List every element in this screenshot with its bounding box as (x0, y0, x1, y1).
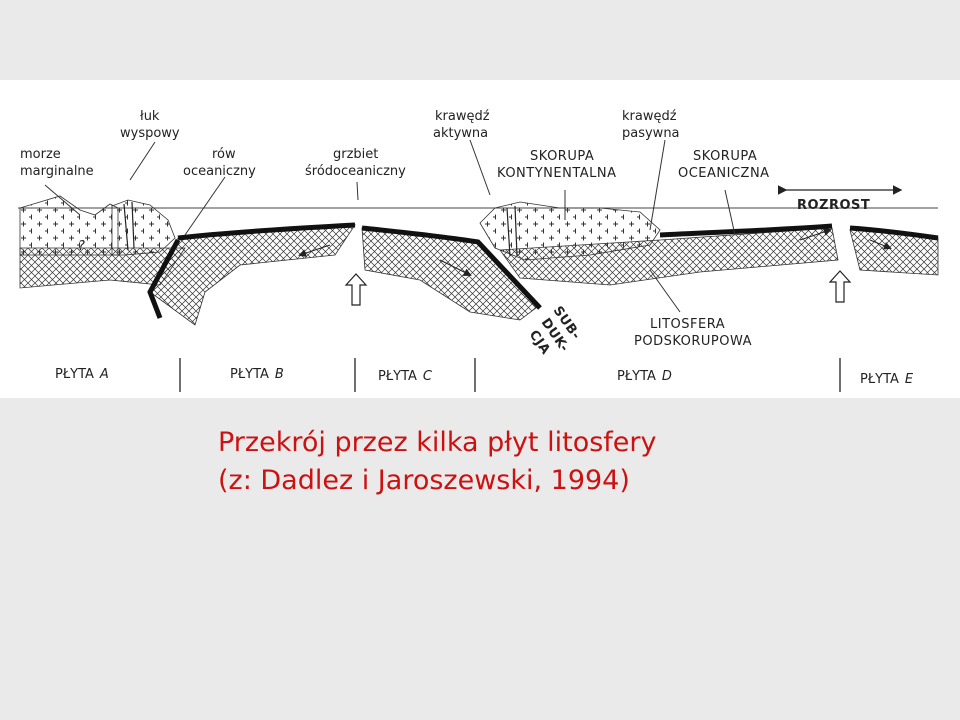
label-oceaniczny: oceaniczny (183, 164, 256, 179)
figure-panel: morze marginalne łuk wyspowy rów oceanic… (0, 80, 960, 398)
oceanic-crust-plate-c (361, 225, 542, 310)
label-rozrost: ROZROST (797, 198, 870, 213)
island-arc-volcano (123, 201, 135, 251)
label-wyspowy: wyspowy (120, 126, 180, 141)
flow-arrow-c (439, 259, 472, 276)
leader-lines (44, 139, 736, 313)
label-question-mark: ? (78, 239, 85, 254)
plate-boundaries (179, 358, 841, 392)
label-krawedz-aktywna-2: aktywna (433, 126, 488, 141)
label-marginalne: marginalne (20, 164, 94, 179)
label-krawedz-pasywna-1: krawędź (622, 109, 677, 124)
continental-crust (479, 201, 661, 261)
active-margin-volcano (506, 205, 518, 257)
mantle-lithosphere-plate-d (499, 227, 839, 286)
subducting-slab-b (147, 238, 181, 319)
figure-caption: Przekrój przez kilka płyt litosfery (z: … (218, 424, 918, 500)
label-srodoceaniczny: śródoceaniczny (305, 164, 406, 179)
oceanic-crust-plate-b (177, 222, 356, 241)
label-luk: łuk (140, 109, 160, 124)
oceanic-crust-plate-e (849, 225, 939, 241)
label-podskorupowa: PODSKORUPOWA (634, 334, 752, 349)
oceanic-crust-plate-d (659, 223, 833, 238)
label-oceaniczna: OCEANICZNA (678, 166, 770, 181)
label-row: rów (212, 147, 236, 162)
caption-title: Przekrój przez kilka płyt litosfery (218, 427, 657, 458)
ridge-upwelling-arrow-1 (344, 273, 368, 306)
flow-arrow-e (869, 239, 892, 250)
label-skorupa-o: SKORUPA (693, 149, 757, 164)
marginal-sea-crust (19, 195, 119, 256)
lithosphere-cross-section-diagram: morze marginalne łuk wyspowy rów oceanic… (18, 109, 939, 392)
label-litosfera: LITOSFERA (650, 317, 725, 332)
caption-source: (z: Dadlez i Jaroszewski, 1994) (218, 465, 630, 496)
label-morze: morze (20, 147, 61, 162)
ridge-upwelling-arrow-2 (828, 270, 852, 303)
label-skorupa-k: SKORUPA (530, 149, 594, 164)
flow-arrow-d (799, 228, 832, 241)
label-krawedz-aktywna-1: krawędź (435, 109, 490, 124)
label-grzbiet: grzbiet (333, 147, 378, 162)
label-kontynentalna: KONTYNENTALNA (497, 166, 617, 181)
flow-arrow-b (298, 244, 331, 257)
label-krawedz-pasywna-2: pasywna (622, 126, 680, 141)
